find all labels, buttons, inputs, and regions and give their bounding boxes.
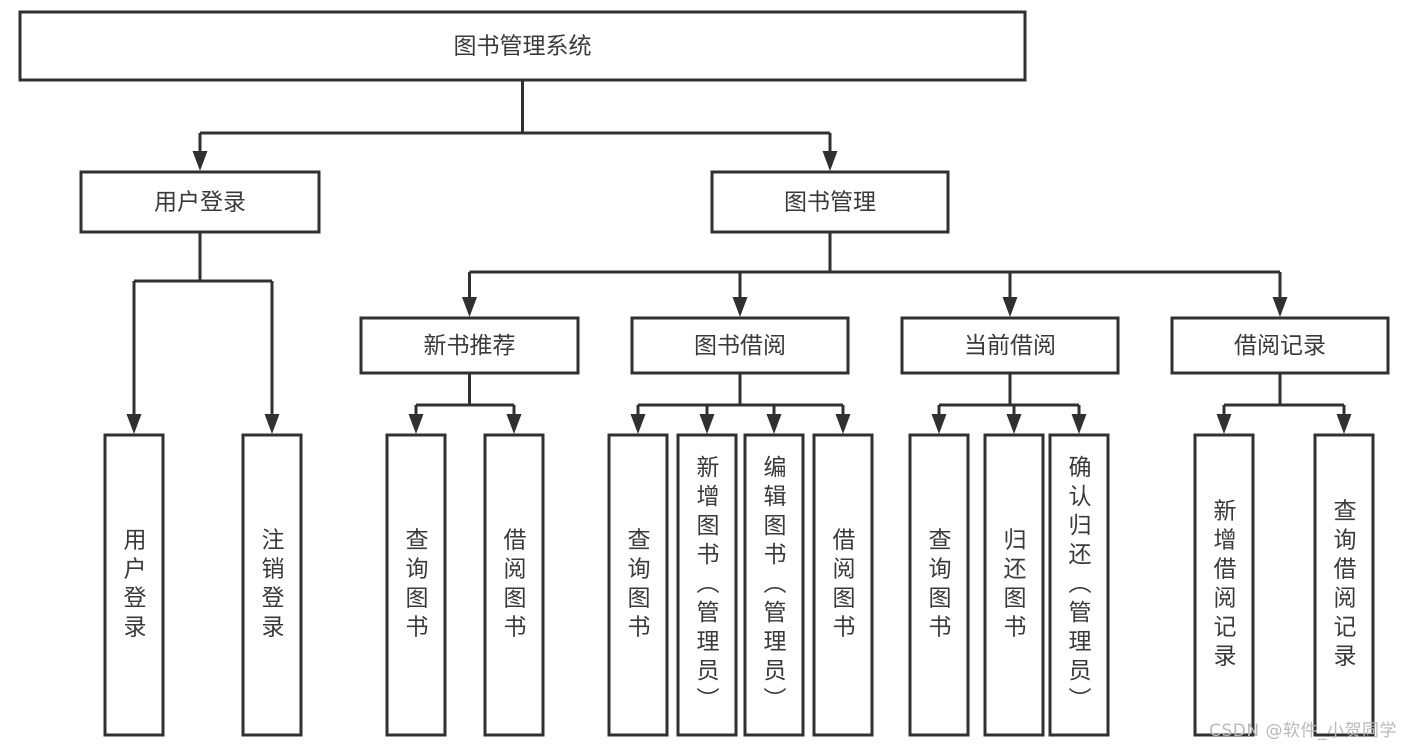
node-label-new-book-recommend: 新书推荐 [424,333,516,359]
node-leaf-borrow-book-new[interactable]: 借阅图书 [483,433,545,737]
arrow-head-icon [506,414,522,434]
node-box-new-book-recommend[interactable] [359,316,580,375]
node-leaf-add-book-admin[interactable]: 新增图书︵管理员︶ [676,433,738,737]
arrow-head-icon [732,297,748,317]
node-label-leaf-add-book-admin: 新增图书︵管理员︶ [697,455,720,713]
node-leaf-edit-book-admin[interactable]: 编辑图书︵管理员︶ [743,433,805,737]
node-new-book-recommend[interactable]: 新书推荐 [359,316,580,375]
node-user-login[interactable]: 用户登录 [79,170,321,234]
node-leaf-confirm-return-admin[interactable]: 确认归还︵管理员︶ [1048,433,1110,737]
arrow-head-icon [1336,414,1352,434]
node-leaf-query-borrow-record[interactable]: 查询借阅记录 [1313,433,1375,737]
node-box-leaf-user-login[interactable] [103,433,165,737]
node-box-leaf-add-borrow-record[interactable] [1193,433,1255,737]
arrow-head-icon [822,151,838,171]
node-box-user-login[interactable] [79,170,321,234]
arrow-head-icon [126,414,142,434]
arrow-head-icon [1071,414,1087,434]
node-box-leaf-query-borrow-record[interactable] [1313,433,1375,737]
arrow-head-icon [408,414,424,434]
node-book-manage[interactable]: 图书管理 [710,170,950,234]
arrow-head-icon [1006,414,1022,434]
node-label-book-manage: 图书管理 [784,190,876,216]
node-box-leaf-logout[interactable] [241,433,303,737]
node-label-leaf-query-book-current: 查询图书 [929,528,952,641]
arrow-head-icon [766,414,782,434]
arrow-head-icon [835,414,851,434]
node-label-leaf-query-book-borrow: 查询图书 [628,528,651,641]
node-borrow-record[interactable]: 借阅记录 [1170,316,1390,375]
arrow-head-icon [1002,297,1018,317]
node-label-leaf-logout: 注销登录 [262,528,285,641]
arrow-head-icon [192,151,208,171]
arrow-head-icon [1216,414,1232,434]
edges-layer [126,80,1352,434]
node-box-leaf-return-book[interactable] [983,433,1045,737]
node-label-current-borrow: 当前借阅 [964,333,1056,359]
node-label-book-borrow: 图书借阅 [694,333,786,359]
nodes-layer: 图书管理系统用户登录图书管理新书推荐图书借阅当前借阅借阅记录用户登录注销登录查询… [18,10,1390,737]
node-box-leaf-edit-book-admin[interactable] [743,433,805,737]
node-label-leaf-return-book: 归还图书 [1004,528,1027,641]
node-box-leaf-add-book-admin[interactable] [676,433,738,737]
arrow-head-icon [264,414,280,434]
node-label-user-login: 用户登录 [154,190,246,216]
node-leaf-add-borrow-record[interactable]: 新增借阅记录 [1193,433,1255,737]
node-label-root: 图书管理系统 [454,34,592,60]
arrow-head-icon [931,414,947,434]
node-root[interactable]: 图书管理系统 [18,10,1027,82]
node-leaf-borrow-book-borrow[interactable]: 借阅图书 [812,433,874,737]
node-label-borrow-record: 借阅记录 [1234,333,1326,359]
arrow-head-icon [699,414,715,434]
node-box-root[interactable] [18,10,1027,82]
node-leaf-logout[interactable]: 注销登录 [241,433,303,737]
node-label-leaf-add-borrow-record: 新增借阅记录 [1214,499,1237,670]
arrow-head-icon [1272,297,1288,317]
node-leaf-return-book[interactable]: 归还图书 [983,433,1045,737]
node-box-leaf-query-book-new[interactable] [385,433,447,737]
node-label-leaf-query-book-new: 查询图书 [406,528,429,641]
node-leaf-query-book-new[interactable]: 查询图书 [385,433,447,737]
node-box-book-borrow[interactable] [630,316,850,375]
node-leaf-query-book-current[interactable]: 查询图书 [908,433,970,737]
node-label-leaf-borrow-book-new: 借阅图书 [504,528,527,641]
node-current-borrow[interactable]: 当前借阅 [900,316,1120,375]
node-label-leaf-user-login: 用户登录 [124,528,147,641]
node-box-borrow-record[interactable] [1170,316,1390,375]
arrow-head-icon [630,414,646,434]
node-box-leaf-query-book-borrow[interactable] [607,433,669,737]
node-book-borrow[interactable]: 图书借阅 [630,316,850,375]
node-leaf-user-login[interactable]: 用户登录 [103,433,165,737]
node-box-leaf-confirm-return-admin[interactable] [1048,433,1110,737]
node-label-leaf-confirm-return-admin: 确认归还︵管理员︶ [1069,455,1092,713]
node-box-leaf-query-book-current[interactable] [908,433,970,737]
arrow-head-icon [462,297,477,317]
node-label-leaf-edit-book-admin: 编辑图书︵管理员︶ [764,455,787,713]
node-label-leaf-borrow-book-borrow: 借阅图书 [833,528,856,641]
node-leaf-query-book-borrow[interactable]: 查询图书 [607,433,669,737]
node-box-current-borrow[interactable] [900,316,1120,375]
node-label-leaf-query-borrow-record: 查询借阅记录 [1334,499,1357,670]
node-box-book-manage[interactable] [710,170,950,234]
node-box-leaf-borrow-book-new[interactable] [483,433,545,737]
node-box-leaf-borrow-book-borrow[interactable] [812,433,874,737]
